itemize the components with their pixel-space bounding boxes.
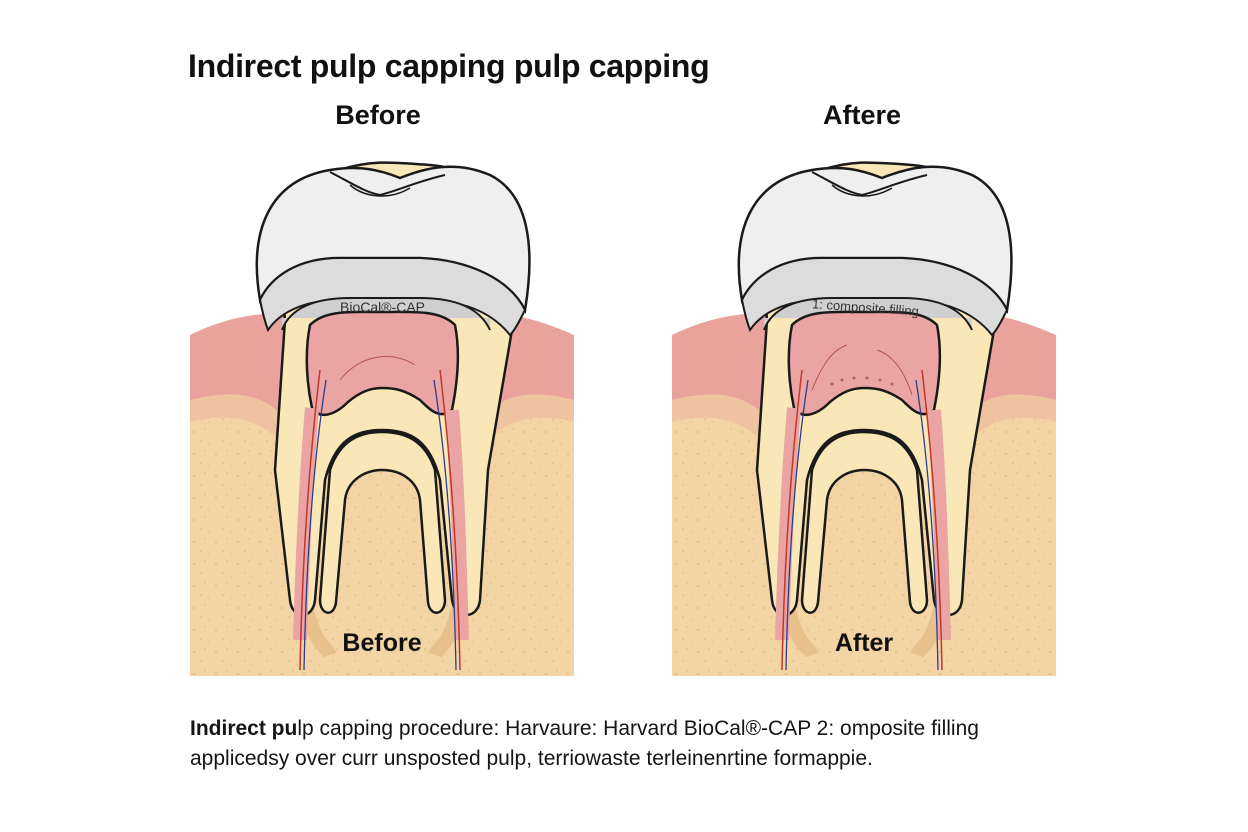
tooth-diagram-before bbox=[190, 161, 574, 676]
panel-heading-after: Aftere bbox=[822, 100, 902, 130]
nerve-right bbox=[921, 369, 943, 671]
page-title: Indirect pulp capping pulp capping bbox=[188, 48, 710, 84]
tertiary-dentin-dots bbox=[830, 376, 894, 386]
nerve-right bbox=[439, 369, 461, 671]
caption-line-1: Indirect pulp capping procedure: Harvaur… bbox=[190, 714, 1090, 744]
panel-heading-before: Before bbox=[335, 100, 421, 130]
caption-line-2: applicedsy over curr unsposted pulp, ter… bbox=[190, 747, 873, 770]
nerve-left bbox=[781, 369, 803, 671]
tooth-panel-after: 1: composite filling After bbox=[672, 140, 1056, 676]
tooth-diagram-after bbox=[672, 161, 1056, 676]
nerve-left bbox=[299, 369, 321, 671]
caption-bold-lead: Indirect pu bbox=[190, 717, 298, 740]
tooth-panel-before: BioCal®-CAP Before bbox=[190, 140, 574, 676]
figure-caption: Indirect pulp capping procedure: Harvaur… bbox=[190, 714, 1090, 774]
caption-line-1-rest: lp capping procedure: Harvaure: Harvard … bbox=[297, 717, 979, 740]
panel-bottom-label-after: After bbox=[834, 629, 894, 657]
layer-label-before: BioCal®-CAP bbox=[340, 299, 426, 315]
panel-bottom-label-before: Before bbox=[342, 629, 422, 657]
